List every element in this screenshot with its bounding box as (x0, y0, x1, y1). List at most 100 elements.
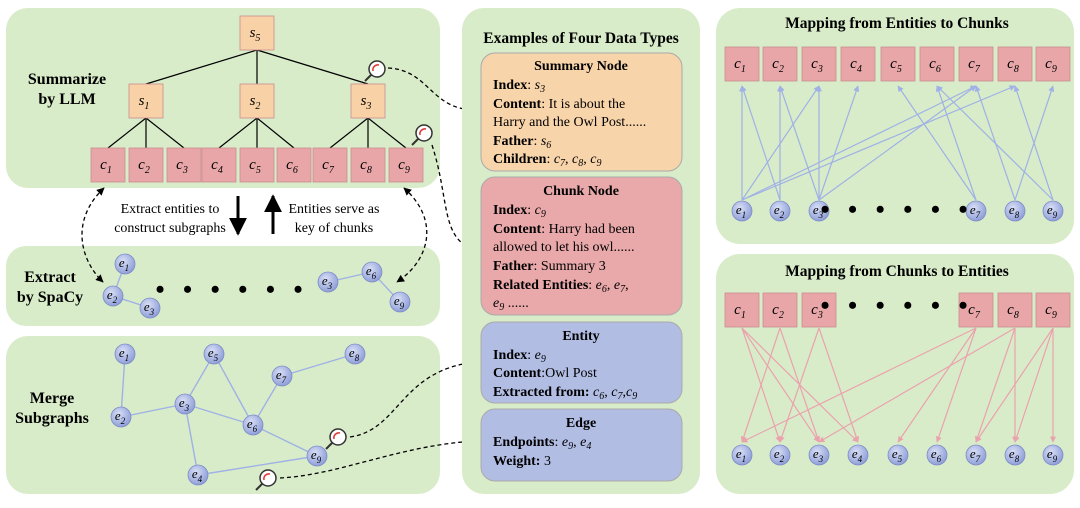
e2c-edge-5 (740, 85, 781, 201)
top-chunk-8-label: c9 (1045, 56, 1057, 75)
top-chunk-3-box (840, 46, 876, 82)
chunk-node-card (480, 176, 683, 316)
tree-chunk-3-box (201, 147, 237, 183)
bottom-chunk-1-label: c2 (772, 302, 784, 321)
chunk-entity-edges (740, 327, 1056, 443)
tree-edges (107, 49, 407, 149)
magnifier-icon-summary (364, 60, 386, 82)
top-entity-0: e1 (731, 200, 753, 222)
summary-node-2-box (350, 83, 386, 119)
top-entity-1-circle (769, 200, 791, 222)
merge-entity-3: e7 (271, 365, 293, 387)
bottom-entity-4: e5 (887, 444, 909, 466)
bottom-entity-6-label: e7 (970, 446, 981, 464)
bottom-entity-0-label: e1 (736, 446, 746, 464)
extract-entity-1-label: e2 (107, 287, 118, 305)
top-chunk-3-label: c4 (850, 56, 862, 75)
entity-index-line: Index: e9 (493, 348, 546, 365)
summary-node-2: s3 (350, 83, 386, 119)
c2e-edge-14 (1013, 327, 1054, 443)
extract-entity-3-label: e3 (322, 273, 333, 291)
tree-chunk-8: c9 (388, 147, 424, 183)
extract-entity-4-circle (361, 261, 383, 283)
summary-node-2-label: s3 (361, 93, 372, 112)
bottom-entity-1-circle (769, 444, 791, 466)
entities-serve-text-line2: key of chunks (295, 221, 374, 236)
tree-chunk-7: c8 (350, 147, 386, 183)
bottom-chunk-2: c3 (801, 292, 837, 328)
bottom-entity-7-label: e8 (1009, 446, 1020, 464)
bottom-entity-7-circle (1004, 444, 1026, 466)
bottom-entity-4-circle (887, 444, 909, 466)
merge-entity-0-circle (114, 343, 136, 365)
top-entity-1: e2 (769, 200, 791, 222)
bottom-entity-8-label: e9 (1047, 446, 1058, 464)
e2c-edge-11 (935, 85, 977, 201)
merge-label-line1: Merge (30, 390, 74, 407)
merge-entity-5-label: e2 (115, 408, 126, 426)
merge-entity-3-circle (271, 365, 293, 387)
merge-entity-7-circle (306, 445, 328, 467)
top-chunk-4-box (880, 46, 916, 82)
top-chunk-6-label: c7 (968, 56, 981, 75)
summary-node-1-label: s2 (250, 93, 261, 112)
summary-node-0-label: s1 (139, 93, 150, 112)
tree-chunk-2-label: c3 (176, 157, 188, 176)
tree-chunk-5-label: c6 (286, 157, 298, 176)
bottom-chunk-5: c9 (1035, 292, 1071, 328)
top-entity-2-label: e3 (813, 202, 824, 220)
top-entity-2-circle (808, 200, 830, 222)
tree-chunk-6-label: c7 (322, 157, 335, 176)
top-entity-3-circle (965, 200, 987, 222)
merge-entity-4: e3 (174, 393, 196, 415)
bottom-entity-1: e2 (769, 444, 791, 466)
c2e-edge-10 (974, 327, 1016, 443)
edge-card (480, 408, 683, 482)
dashed-arrow-to-entity (349, 358, 477, 438)
extract-entity-1: e2 (102, 285, 124, 307)
entity-card (480, 321, 683, 404)
top-chunk-2: c3 (801, 46, 837, 82)
bottom-ellipsis: • • • • • • (820, 291, 973, 320)
merge-entity-2: e8 (344, 343, 366, 365)
c2e-edge-9 (741, 327, 977, 443)
top-chunk-2-label: c3 (811, 56, 823, 75)
merge-entity-8-label: e4 (192, 466, 203, 484)
tree-chunk-2: c3 (166, 147, 202, 183)
bottom-chunk-4-box (997, 292, 1033, 328)
chunk-index-line: Index: c9 (493, 203, 546, 220)
merge-entity-5-circle (110, 406, 132, 428)
summary-index-line: Index: s3 (493, 78, 545, 95)
tree-chunk-0-box (90, 147, 126, 183)
top-chunk-3: c4 (840, 46, 876, 82)
tree-chunk-6: c7 (312, 147, 348, 183)
bottom-chunk-3-box (958, 292, 994, 328)
extract-entity-0-label: e1 (119, 255, 129, 273)
bottom-chunk-5-box (1035, 292, 1071, 328)
e2c-edge-14 (1013, 85, 1054, 201)
summary-node-s5-label: s5 (250, 25, 261, 44)
summary-father-line: Father: s6 (493, 134, 551, 151)
chunks-to-entities-title: Mapping from Chunks to Entities (785, 263, 1009, 280)
e2c-edge-9 (778, 85, 820, 201)
extract-entity-1-circle (102, 285, 124, 307)
top-chunk-4: c5 (880, 46, 916, 82)
extract-entities-text-line2: construct subgraphs (114, 221, 226, 236)
extract-entity-5-circle (389, 291, 411, 313)
extract-ellipsis: • • • • • • (155, 275, 308, 304)
summary-children-line: Children: c7, c8, c9 (493, 152, 601, 169)
bottom-chunk-4-label: c8 (1007, 302, 1019, 321)
edge-endpoints-line: Endpoints: e9, e4 (493, 435, 591, 452)
top-entity-5: e9 (1042, 200, 1064, 222)
bottom-chunk-0: c1 (724, 292, 760, 328)
summary-node-title: Summary Node (534, 59, 628, 74)
top-chunk-7: c8 (997, 46, 1033, 82)
summary-node-card (480, 52, 683, 172)
top-entity-1-label: e2 (774, 202, 785, 220)
bottom-entity-3-label: e4 (852, 446, 863, 464)
data-types-title: Examples of Four Data Types (483, 30, 678, 47)
tree-chunk-8-box (388, 147, 424, 183)
